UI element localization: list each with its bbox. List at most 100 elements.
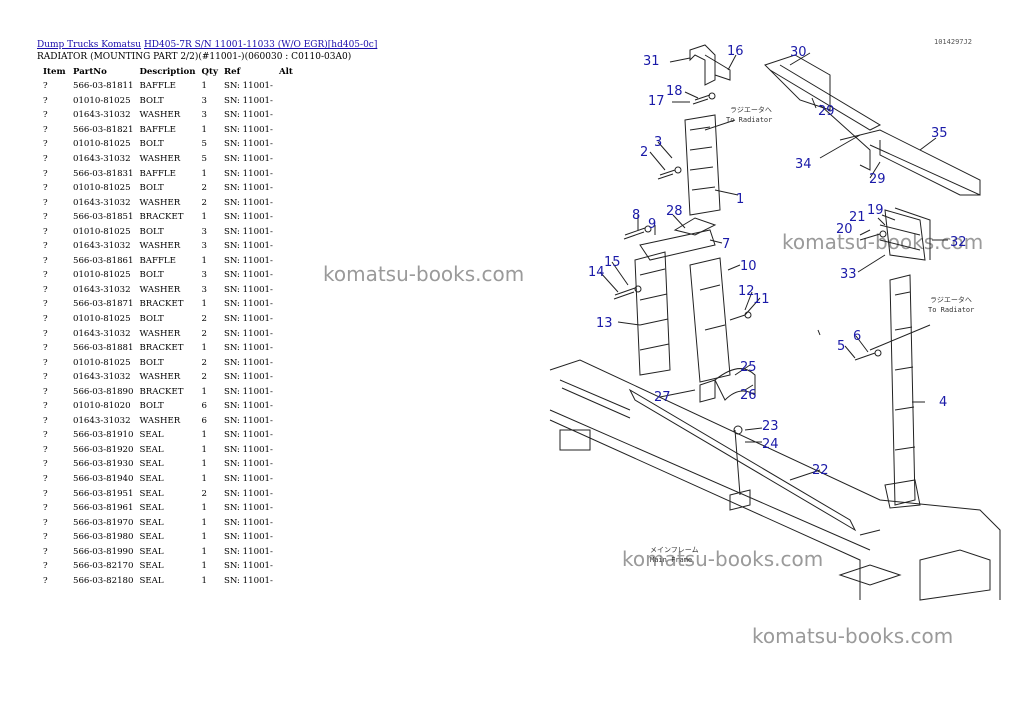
qty-cell: 1 [201,517,207,528]
radiator-note-en: To Radiator [726,116,772,124]
partno-cell: 566-03-81940 [73,474,134,485]
partno-cell: 566-03-81980 [73,532,134,543]
ref-cell: SN: 11001- [223,139,273,150]
ref-cell: SN: 11001- [223,81,273,92]
alt-cell [276,297,312,312]
table-row: ? 566-03-81990 SEAL 1 SN: 11001- [37,545,312,560]
callout-17: 17 [648,94,665,109]
callout-24: 24 [762,437,779,452]
watermark-text: komatsu-books.com [782,230,984,254]
description-cell: BOLT [139,95,164,106]
column-header-description: Description [139,67,196,77]
description-cell: BAFFLE [139,81,176,92]
qty-cell: 1 [201,386,207,397]
partno-cell: 01643-31032 [73,372,131,383]
callout-28: 28 [666,204,683,219]
alt-cell [276,137,312,152]
item-cell: ? [43,168,48,179]
partno-cell: 01010-81025 [73,95,131,106]
alt-cell [276,181,312,196]
description-cell: SEAL [139,474,164,485]
alt-cell [276,224,312,239]
qty-cell: 2 [201,183,207,194]
breadcrumb-link-dump-trucks[interactable]: Dump Trucks Komatsu [37,40,142,50]
qty-cell: 1 [201,532,207,543]
partno-cell: 566-03-81871 [73,299,134,310]
item-cell: ? [43,561,48,572]
qty-cell: 2 [201,488,207,499]
callout-2: 2 [640,145,648,160]
ref-cell: SN: 11001- [223,561,273,572]
callout-19: 19 [867,203,884,218]
callout-7: 7 [722,237,730,252]
item-cell: ? [43,183,48,194]
partno-cell: 566-03-81851 [73,212,134,223]
qty-cell: 1 [201,81,207,92]
description-cell: WASHER [139,154,181,164]
partno-cell: 01010-81025 [73,139,131,150]
main-frame-label-jp: メインフレーム [650,546,699,554]
qty-cell: 5 [201,154,207,164]
qty-cell: 2 [201,372,207,383]
qty-cell: 3 [201,284,207,295]
callout-4: 4 [939,395,947,410]
radiator-note-en-2: To Radiator [928,306,974,314]
item-cell: ? [43,401,48,412]
callout-12: 12 [738,284,755,299]
ref-cell: SN: 11001- [223,444,273,455]
ref-cell: SN: 11001- [223,183,273,194]
ref-cell: SN: 11001- [223,546,273,557]
item-cell: ? [43,415,48,426]
alt-cell [276,414,312,429]
item-cell: ? [43,430,48,441]
partno-cell: 566-03-81990 [73,546,134,557]
ref-cell: SN: 11001- [223,110,273,121]
ref-cell: SN: 11001- [223,241,273,252]
qty-cell: 1 [201,546,207,557]
qty-cell: 6 [201,415,207,426]
qty-cell: 5 [201,139,207,150]
item-cell: ? [43,139,48,150]
item-cell: ? [43,546,48,557]
alt-cell [276,384,312,399]
partno-cell: 566-03-81821 [73,124,134,135]
callout-22: 22 [812,463,829,478]
ref-cell: SN: 11001- [223,154,273,164]
qty-cell: 1 [201,575,207,586]
partno-cell: 01643-31032 [73,110,131,121]
breadcrumb-link-model[interactable]: HD405-7R S/N 11001-11033 (W/O EGR)[hd405… [143,40,378,50]
alt-cell [276,166,312,181]
partno-cell: 01010-81020 [73,401,131,412]
partno-cell: 566-03-81910 [73,430,134,441]
description-cell: WASHER [139,328,181,339]
item-cell: ? [43,284,48,295]
parts-table: Item PartNo Description Qty Ref Alt ?566… [37,65,312,588]
description-cell: BRACKET [139,386,184,397]
callout-18: 18 [666,84,683,99]
ref-cell: SN: 11001- [223,517,273,528]
description-cell: BAFFLE [139,255,176,266]
ref-cell: SN: 11001- [223,197,273,208]
partno-cell: 01010-81025 [73,183,131,194]
qty-cell: 3 [201,95,207,106]
qty-cell: 1 [201,168,207,179]
item-cell: ? [43,343,48,354]
partno-cell: 566-03-81961 [73,503,134,514]
description-cell: SEAL [139,546,164,557]
item-cell: ? [43,226,48,237]
alt-cell [276,123,312,138]
radiator-note-jp: ラジエータへ [730,105,772,114]
description-cell: SEAL [139,488,164,499]
alt-cell [276,574,312,589]
description-cell: SEAL [139,459,164,470]
